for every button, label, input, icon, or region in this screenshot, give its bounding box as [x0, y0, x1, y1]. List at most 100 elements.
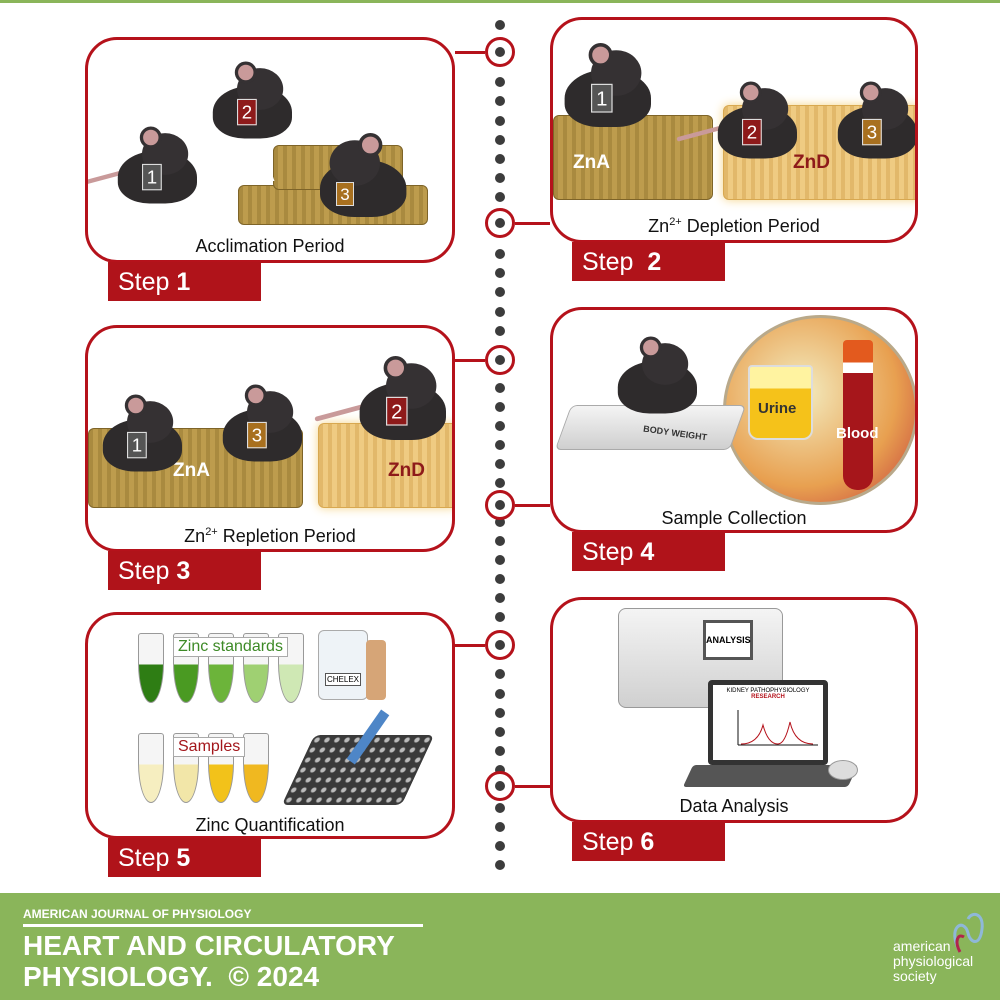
- zna-label: ZnA: [573, 152, 610, 173]
- timeline-dot: [495, 172, 505, 183]
- caption: Data Analysis: [679, 796, 789, 816]
- timeline-dot: [495, 803, 505, 814]
- timeline-marker: [485, 771, 515, 801]
- tube: [138, 733, 164, 803]
- journal-title: HEART AND CIRCULATORY PHYSIOLOGY. © 2024: [23, 930, 395, 992]
- mouse-2: 2: [314, 356, 446, 440]
- timeline-dot: [495, 325, 505, 336]
- caption: Acclimation Period: [195, 236, 345, 256]
- chelex-bottle: [318, 630, 368, 700]
- zna-label: ZnA: [238, 165, 275, 186]
- timeline-connector: [455, 51, 485, 54]
- timeline-marker: [485, 345, 515, 375]
- timeline-dot: [495, 77, 505, 88]
- timeline-dot: [495, 191, 505, 202]
- timeline-dot: [495, 402, 505, 412]
- mouse-device: [828, 760, 858, 780]
- chelex-label: CHELEX: [325, 673, 362, 686]
- timeline-dot: [495, 306, 505, 317]
- footer: AMERICAN JOURNAL OF PHYSIOLOGY HEART AND…: [0, 893, 1000, 1000]
- timeline-dot: [495, 669, 505, 680]
- timeline-dot: [495, 688, 505, 699]
- timeline-dot: [495, 249, 505, 260]
- step-6-tab: Step 6: [572, 822, 725, 861]
- timeline-dot: [495, 134, 505, 145]
- panel-depletion: ZnA ZnD 1 2 3 Zn2+ Depletion Period: [550, 17, 918, 243]
- timeline-dot: [495, 440, 505, 451]
- panel-repletion: ZnA ZnD 1 3 2 Zn2+ Repletion Period: [85, 325, 455, 552]
- timeline-dot: [495, 153, 505, 164]
- timeline-dot: [495, 593, 505, 603]
- zinc-standards-label: Zinc standards: [173, 637, 288, 657]
- znd-label: ZnD: [388, 460, 425, 481]
- timeline-dot: [495, 841, 505, 852]
- timeline-dot: [495, 421, 505, 432]
- timeline-dot: [495, 20, 505, 30]
- timeline-dot: [495, 516, 505, 527]
- tube: [138, 633, 164, 703]
- footer-rule: [23, 924, 423, 927]
- mouse-3: [320, 133, 416, 217]
- timeline-dot: [495, 268, 505, 279]
- timeline-dot: [495, 382, 505, 393]
- timeline-dot: [495, 573, 505, 584]
- step-4-tab: Step 4: [572, 532, 725, 571]
- timeline-connector: [455, 359, 485, 362]
- mouse-1: 1: [94, 394, 182, 472]
- urine-cup: [748, 365, 813, 440]
- urine-label: Urine: [758, 400, 797, 417]
- blood-label: Blood: [836, 425, 879, 442]
- timeline-dot: [495, 287, 505, 298]
- step-2-tab: Step 2: [572, 242, 725, 281]
- timeline-dot: [495, 96, 505, 107]
- panel-sample-collection: Urine Blood BODY WEIGHT Sample Collectio…: [550, 307, 918, 533]
- panel-acclimation: ZnA 1 2 3 Acclimation Period: [85, 37, 455, 263]
- mouse-3: 3: [214, 384, 302, 462]
- timeline-dot: [495, 535, 505, 546]
- hay-bales: [553, 115, 713, 200]
- timeline-dot: [495, 554, 505, 565]
- caption: Zn2+ Repletion Period: [184, 526, 356, 546]
- timeline-dot: [495, 707, 505, 718]
- timeline-marker: [485, 490, 515, 520]
- mouse-3: 3: [829, 81, 915, 159]
- timeline-marker: [485, 208, 515, 238]
- timeline-dot: [495, 822, 505, 833]
- mouse-1: 1: [88, 126, 197, 204]
- samples-label: Samples: [173, 737, 246, 757]
- timeline-dot: [495, 860, 505, 871]
- aps-logo-icon: [953, 912, 984, 953]
- research-title: RESEARCH: [751, 694, 785, 700]
- mouse-3-tag: 3: [336, 182, 354, 206]
- timeline-dot: [495, 459, 505, 470]
- timeline-dot: [495, 478, 505, 489]
- kidney-title: KIDNEY PATHOPHYSIOLOGY: [726, 688, 810, 694]
- timeline-marker: [485, 630, 515, 660]
- step-3-tab: Step 3: [108, 551, 261, 590]
- timeline-connector: [515, 785, 550, 788]
- panel-zinc-quantification: Zinc standards Samples CHELEX Zinc Quant…: [85, 612, 455, 839]
- copyright: © 2024: [228, 961, 320, 992]
- caption: Zn2+ Depletion Period: [648, 216, 820, 236]
- top-rule: [0, 0, 1000, 3]
- timeline-marker: [485, 37, 515, 67]
- step-5-tab: Step 5: [108, 838, 261, 877]
- timeline-dot: [495, 745, 505, 756]
- laptop-screen: KIDNEY PATHOPHYSIOLOGY RESEARCH: [708, 680, 828, 765]
- tube: [243, 733, 269, 803]
- mouse-2: 2: [204, 61, 292, 139]
- caption: Zinc Quantification: [195, 815, 345, 835]
- mouse-2: 2: [676, 81, 797, 159]
- panel-data-analysis: ANALYSIS KIDNEY PATHOPHYSIOLOGY RESEARCH…: [550, 597, 918, 823]
- timeline-dot: [495, 726, 505, 737]
- mouse-1: 1: [555, 43, 651, 127]
- chromatogram-plot: [737, 710, 818, 746]
- timeline-connector: [455, 644, 485, 647]
- journal-series: AMERICAN JOURNAL OF PHYSIOLOGY: [23, 907, 252, 921]
- reagent-bottle: [366, 640, 386, 700]
- analysis-screen: ANALYSIS: [703, 620, 753, 660]
- caption: Sample Collection: [661, 508, 807, 528]
- timeline-connector: [515, 222, 550, 225]
- timeline-connector: [515, 504, 550, 507]
